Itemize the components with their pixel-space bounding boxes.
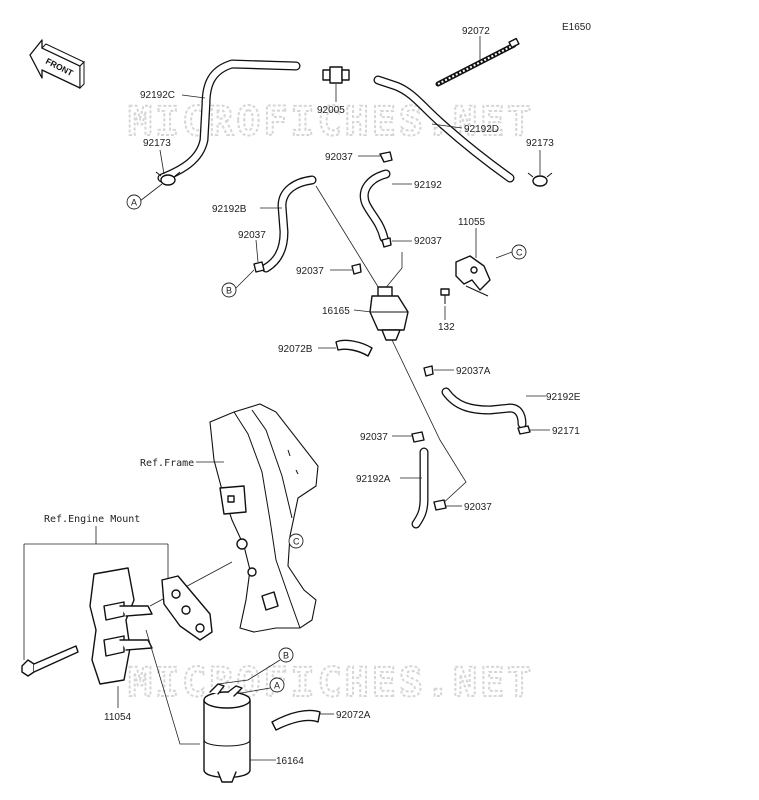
part-label-132: 132 (438, 322, 455, 333)
bolt-132 (440, 288, 450, 304)
part-label-92037a: 92037A (456, 366, 491, 377)
front-arrow-icon: FRONT (29, 39, 85, 90)
svg-text:A: A (131, 198, 137, 208)
svg-text:C: C (293, 537, 300, 547)
part-label-92037-f: 92037 (464, 502, 492, 513)
svg-text:A: A (274, 681, 280, 691)
part-label-92072: 92072 (462, 26, 490, 37)
svg-text:B: B (226, 286, 232, 296)
clip-92037-mid (381, 237, 392, 248)
part-label-92173-right: 92173 (526, 138, 554, 149)
canister-16164 (203, 683, 251, 783)
clamp-92173-right (527, 172, 553, 187)
band-92072a (271, 709, 321, 731)
frame-reference (209, 403, 319, 633)
part-label-92192b: 92192B (212, 204, 247, 215)
part-label-92192a: 92192A (356, 474, 391, 485)
clip-92037-center (351, 263, 362, 275)
bracket-11054 (89, 567, 153, 685)
part-label-92192: 92192 (414, 180, 442, 191)
callout-a-bottom: A (235, 677, 285, 695)
hose-92192 (359, 169, 391, 243)
part-label-92005: 92005 (317, 105, 345, 116)
clip-92037-upper (379, 151, 393, 163)
long-bolt (21, 645, 79, 677)
part-label-92037-e: 92037 (360, 432, 388, 443)
part-label-92072b: 92072B (278, 344, 313, 355)
part-label-92037-a: 92037 (325, 152, 353, 163)
callout-a-top: A (126, 183, 163, 210)
part-label-16164: 16164 (276, 756, 304, 767)
hose-92192a (411, 447, 429, 529)
bracket-11055 (455, 255, 491, 297)
watermark-bottom: MICROFICHES.NET (128, 660, 534, 706)
hose-92192c (157, 59, 301, 183)
hose-92192e (441, 387, 527, 429)
part-label-92192d: 92192D (464, 124, 499, 135)
callout-c-bottom: C (288, 533, 304, 549)
part-label-16165: 16165 (322, 306, 350, 317)
fuel-filter-16165 (369, 286, 409, 341)
part-label-11054: 11054 (104, 712, 132, 723)
cable-tie-92072 (435, 37, 520, 87)
clip-92037-lower (411, 431, 425, 443)
part-label-92192e: 92192E (546, 392, 581, 403)
part-label-92192c: 92192C (140, 90, 175, 101)
clamp-92173-left (155, 171, 181, 186)
part-label-92173-left: 92173 (143, 138, 171, 149)
svg-text:B: B (283, 651, 289, 661)
hose-92192d (373, 75, 515, 183)
svg-text:C: C (516, 248, 523, 258)
part-label-92037-b: 92037 (414, 236, 442, 247)
callout-b-bottom: B (217, 647, 294, 685)
part-label-92072a: 92072A (336, 710, 371, 721)
mounting-plate (161, 575, 213, 641)
ref-engine-mount-label: Ref.Engine Mount (44, 514, 140, 525)
ref-frame-label: Ref.Frame (140, 458, 194, 469)
callout-c-top: C (495, 244, 527, 260)
part-label-11055: 11055 (458, 217, 486, 228)
diagram-code: E1650 (562, 22, 591, 33)
part-label-92171: 92171 (552, 426, 580, 437)
clip-92037-left (253, 261, 265, 273)
callout-b-top: B (221, 269, 255, 298)
part-label-92037-c: 92037 (238, 230, 266, 241)
joint-92005 (322, 66, 350, 84)
clip-92171 (517, 425, 531, 435)
clip-92037a (423, 365, 434, 377)
part-label-92037-d: 92037 (296, 266, 324, 277)
clip-92037-bottom (433, 499, 447, 511)
band-92072b (335, 339, 373, 357)
hose-92192b (261, 175, 317, 273)
